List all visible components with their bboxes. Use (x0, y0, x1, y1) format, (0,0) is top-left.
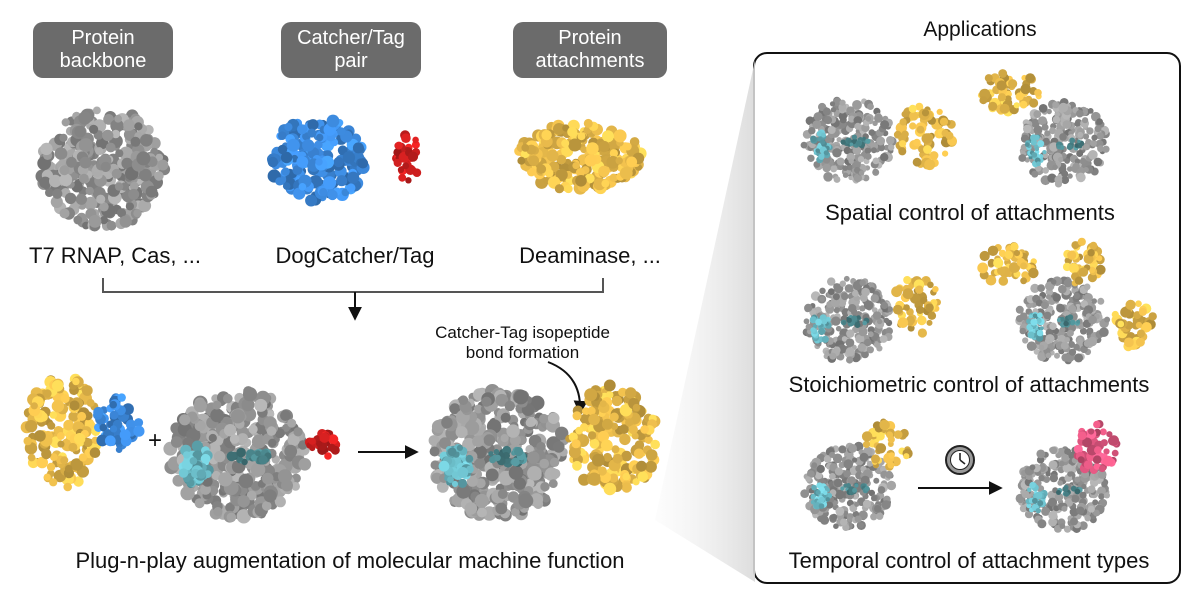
attachment-catcher-blue (93, 393, 145, 454)
category-pill-catcher-tag: Catcher/Tag pair (281, 22, 421, 78)
augmented-machine-channel (438, 444, 474, 488)
plus-sign: + (147, 427, 162, 454)
stoich-backbone-a (802, 275, 894, 364)
example-label-catcher-tag: DogCatcher/Tag (275, 243, 435, 268)
category-pill-attachments: Protein attachments (513, 22, 667, 78)
backbone-with-tag-channel (178, 440, 214, 489)
spatial-attachment-b (977, 69, 1042, 117)
temporal-attachment-b (1073, 420, 1121, 474)
spatial-backbone-b-core (1056, 137, 1085, 151)
bottom-caption: Plug-n-play augmentation of molecular ma… (75, 548, 625, 573)
stoich-backbone-a-core (840, 315, 870, 328)
clock-icon (945, 445, 975, 475)
applications-title: Applications (923, 18, 1037, 41)
temporal-backbone-b-core (1056, 484, 1083, 497)
spatial-attachment-a (893, 102, 957, 171)
temporal-attachment-a (861, 418, 913, 471)
stoich-attachment-b1 (977, 242, 1039, 286)
annotation-arrow (547, 361, 588, 415)
stoich-backbone-a-channel (809, 314, 832, 344)
app-label-spatial: Spatial control of attachments (825, 200, 1115, 225)
stoich-attachment-b2 (1062, 237, 1106, 287)
attachment-catcher-yellow (20, 373, 102, 492)
stoich-attachment-a (891, 276, 941, 338)
temporal-backbone-b-channel (1025, 481, 1048, 514)
temporal-backbone-a-core (840, 482, 870, 496)
temporal-backbone-a-channel (810, 482, 833, 510)
protein-backbone (35, 106, 171, 232)
bracket-connector (102, 278, 604, 293)
app-label-stoichiometric: Stoichiometric control of attachments (788, 372, 1150, 397)
backbone-with-tag-core (226, 447, 272, 466)
zoom-wedge (655, 60, 755, 582)
stoich-backbone-b-channel (1026, 312, 1045, 342)
attachment-blob (514, 118, 647, 195)
category-label-backbone: Protein backbone (59, 27, 147, 72)
category-label-catcher-tag: Catcher/Tag pair (297, 27, 405, 72)
example-label-backbone: T7 RNAP, Cas, ... (29, 243, 201, 268)
category-label-attachments: Protein attachments (535, 27, 645, 72)
spatial-backbone-b-channel (1024, 134, 1047, 168)
stoich-backbone-b-core (1056, 314, 1081, 328)
augmented-attachment (565, 379, 661, 496)
stoich-attachment-b3 (1111, 299, 1157, 352)
dogcatcher-blob (267, 114, 370, 207)
spatial-backbone-a-core (840, 134, 871, 149)
example-label-attachments: Deaminase, ... (519, 243, 661, 268)
augmented-machine-core (488, 445, 528, 468)
tag-on-backbone (304, 429, 341, 460)
spatial-backbone-a-channel (810, 129, 833, 164)
dogtag-blob (392, 130, 422, 184)
isopeptide-annotation: Catcher-Tag isopeptide bond formation (435, 323, 610, 362)
app-label-temporal: Temporal control of attachment types (788, 548, 1150, 573)
category-pill-backbone: Protein backbone (33, 22, 173, 78)
